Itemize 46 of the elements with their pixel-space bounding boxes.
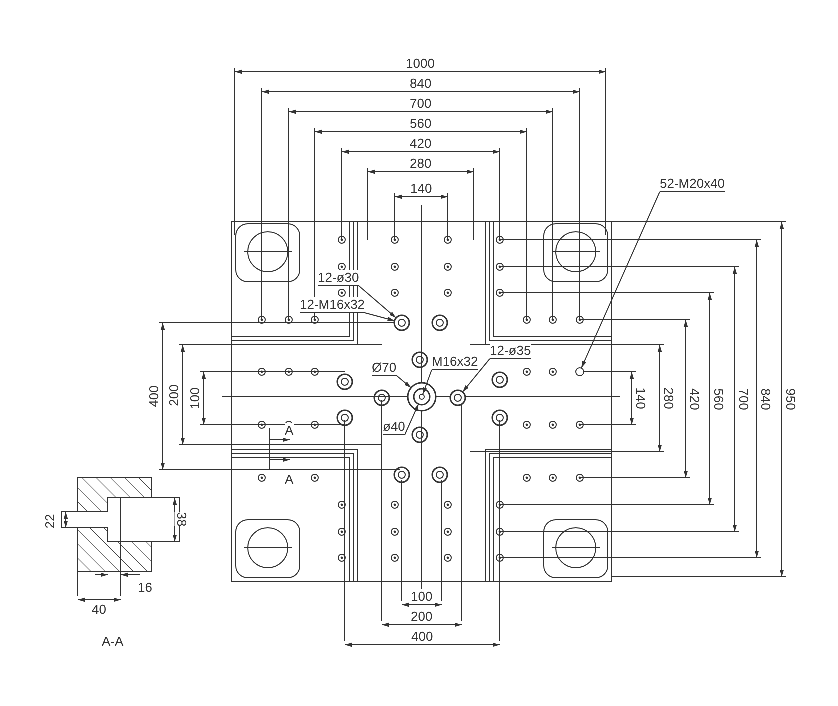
section-title: A-A [102,634,124,649]
dimension-value: 1000 [406,56,435,71]
leader-line [581,192,660,369]
dimension-value: 200 [166,384,182,406]
callout-text: 12-ø35 [490,343,532,359]
dimension-value: 140 [633,388,648,410]
mounting-hole [450,390,466,406]
leader-line [396,376,412,388]
leader-line [422,370,432,396]
callout-text: M16x32 [432,354,478,370]
callout-text: 52-M20x40 [660,176,726,192]
callout-text: ø40 [383,419,406,435]
dimension-value: 840 [410,76,432,91]
dimension-value: 420 [687,388,702,410]
section-marker: A [285,472,294,487]
section-marker: A [285,423,294,438]
dimension-value: 200 [411,609,433,624]
dimension-value: 40 [92,602,106,617]
callout-text: 12-M16x32 [300,297,366,313]
dimension-value: 100 [411,589,433,604]
inner-ring [413,388,431,406]
callout-text: Ø70 [372,360,397,376]
leader-line [404,404,420,436]
dimension-value: 420 [410,136,432,151]
dimension-value: 840 [758,388,774,410]
leader-line [462,358,490,393]
dimension-value: 950 [783,388,798,410]
mounting-hole [394,314,410,332]
mounting-hole [419,394,425,400]
dimension-value: 400 [412,629,434,644]
dimension-value: 280 [661,388,676,410]
mounting-hole [576,368,584,376]
dimension-value: 400 [146,386,162,408]
leader-line [364,312,396,322]
dimension-value: 140 [410,181,432,196]
dimension-value: 38 [174,512,190,527]
leader-line [358,286,397,319]
dimension-value: 16 [138,580,152,595]
dimension-value: 100 [187,388,202,410]
dimension-value: 280 [410,156,432,171]
dimension-value: 560 [410,116,432,131]
outer-ring [407,382,437,412]
callout-text: 12-ø30 [318,270,360,286]
dimension-value: 560 [711,388,726,410]
dimension-value: 700 [736,388,752,410]
dimension-value: 700 [410,96,432,111]
